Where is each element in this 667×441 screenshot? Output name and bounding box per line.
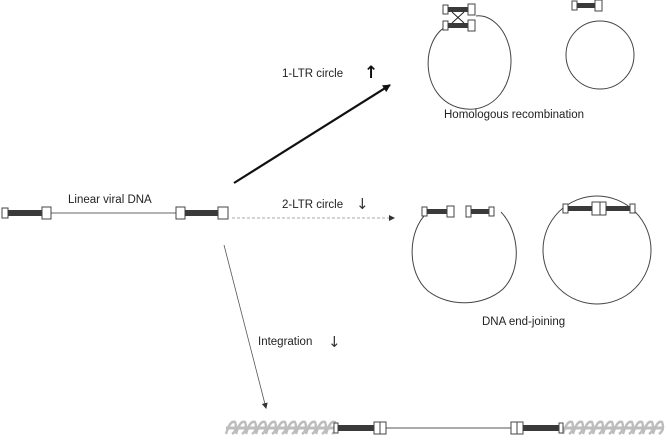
homologous-recombination-label: Homologous recombination bbox=[444, 109, 584, 121]
open-circle bbox=[411, 205, 517, 304]
ltr-left bbox=[1, 206, 52, 220]
homologous-recombination-group: Homologous recombination bbox=[427, 0, 635, 121]
integrated-provirus bbox=[224, 420, 665, 435]
one-ltr-circle-label: 1-LTR circle bbox=[282, 68, 343, 80]
integration-label: Integration bbox=[258, 336, 312, 348]
host-dna-right bbox=[561, 420, 665, 435]
provirus-ltr-right bbox=[510, 421, 564, 435]
arrow-integration bbox=[223, 244, 268, 409]
linear-dna-label: Linear viral DNA bbox=[68, 194, 152, 206]
linear-viral-dna: Linear viral DNA bbox=[1, 194, 229, 220]
end-joining-group: DNA end-joining bbox=[411, 195, 652, 328]
integration-down-arrow: ↓ bbox=[328, 333, 341, 351]
two-ltr-down-arrow: ↓ bbox=[356, 195, 369, 213]
host-dna-left bbox=[224, 420, 338, 435]
one-ltr-circle bbox=[565, 0, 635, 90]
two-ltr-circle bbox=[542, 195, 652, 305]
pathway-arrows bbox=[223, 84, 395, 409]
provirus-ltr-left bbox=[333, 421, 387, 435]
ltr-right bbox=[175, 206, 229, 220]
end-joining-label: DNA end-joining bbox=[482, 316, 565, 328]
arrow-1-ltr bbox=[233, 84, 391, 184]
two-ltr-circle-label: 2-LTR circle bbox=[282, 199, 343, 211]
one-ltr-up-arrow: ↑ bbox=[364, 63, 378, 83]
recombination-intermediate-circle bbox=[427, 3, 512, 110]
